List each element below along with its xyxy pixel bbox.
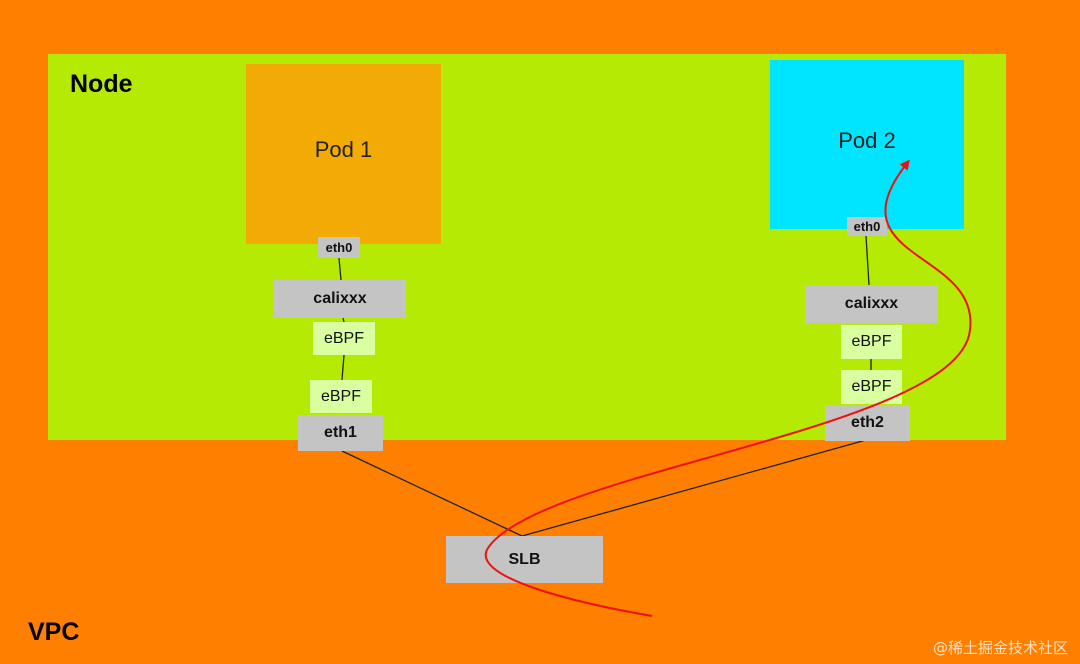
pod2-calixxx: calixxx [805,285,938,323]
pod2-eth2: eth2 [825,405,910,441]
watermark: @稀土掘金技术社区 [932,639,1068,657]
pod-1: Pod 1 [246,64,441,244]
link-pod1-eth0-calixxx [338,257,342,281]
link-eth1-slb [341,450,523,537]
pod2-ebpf-upper: eBPF [841,325,902,359]
pod2-eth0: eth0 [847,217,887,236]
pod1-calixxx: calixxx [274,280,406,318]
pod1-eth1: eth1 [298,415,383,451]
link-pod1-ebpf-ebpf [341,354,345,381]
vpc-label: VPC [28,618,80,646]
pod-2: Pod 2 [770,60,964,229]
pod1-ebpf-lower: eBPF [310,380,372,413]
pod1-eth0: eth0 [318,237,360,258]
link-eth2-slb [521,439,867,537]
link-pod2-eth0-calixxx [865,235,870,286]
traffic-path [484,159,972,617]
link-pod1-calixxx-ebpf [342,317,345,323]
slb-box: SLB [446,536,603,583]
node-label: Node [70,70,133,98]
pod-2-label: Pod 2 [838,127,896,153]
pod1-ebpf-upper: eBPF [313,322,375,355]
pod-1-label: Pod 1 [314,137,373,162]
